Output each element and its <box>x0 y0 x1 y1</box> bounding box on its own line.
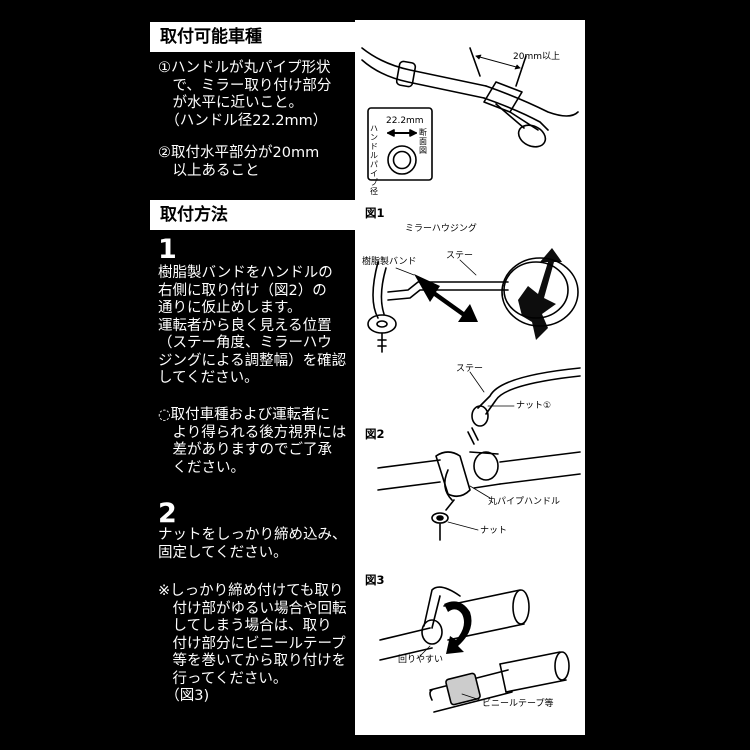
nut-label: ナット <box>480 526 508 536</box>
figure-2-drawing <box>377 367 581 541</box>
compatible-vehicles-heading: 取付可能車種 <box>150 22 355 52</box>
figure-3-drawing <box>379 586 570 713</box>
requirement-2-text: ②取付水平部分が20mm 以上あること <box>158 145 320 179</box>
requirement-1-text: ①ハンドルが丸パイプ形状 で、ミラー取り付け部分 が水平に近いこと。 （ハンドル… <box>158 60 332 129</box>
step-1-note: ◌取付車種および運転者に より得られる後方視界には 差がありますのでご了承 くだ… <box>158 407 347 476</box>
cross-section-diagram <box>367 107 433 181</box>
vinyl-tape-label: ビニールテープ等 <box>482 699 554 709</box>
figure-3-title: 図3 <box>365 573 385 587</box>
adjust-arrow-icon <box>414 248 562 340</box>
step-2-number: 2 <box>158 498 177 529</box>
step-2-note: ※しっかり締め付けても取り 付け部がゆるい場合や回転 してしまう場合は、取り 付… <box>158 583 347 704</box>
stay-label-fig1: ステー <box>446 251 474 261</box>
figure-2-title: 図2 <box>365 427 385 441</box>
step-1-number: 1 <box>158 234 177 265</box>
diameter-label: 22.2mm <box>386 116 424 126</box>
easy-to-rotate-label: 回りやすい <box>398 655 444 665</box>
step-2-text: ナットをしっかり締め込み、 固定してください。 <box>158 527 347 561</box>
resin-band-label: 樹脂製バンド <box>362 257 417 267</box>
cross-section-label: 断面図 <box>419 128 427 155</box>
step-1-text: 樹脂製バンドをハンドルの 右側に取り付け（図2）の 通りに仮止めします。 運転者… <box>158 265 347 386</box>
handlebar-top-drawing <box>361 47 579 148</box>
nut-1-label: ナット① <box>516 401 552 411</box>
round-pipe-handle-label: 丸パイプハンドル <box>488 497 561 507</box>
figure-1-title: 図1 <box>365 206 385 220</box>
mirror-housing-label: ミラーハウジング <box>405 224 477 234</box>
stay-label-fig2: ステー <box>456 364 484 374</box>
installation-method-heading: 取付方法 <box>150 200 355 230</box>
pipe-diameter-vertical-label: ハンドルパイプ径 <box>370 124 378 196</box>
rotate-arrow-icon <box>444 601 472 654</box>
dimension-label: 20mm以上 <box>513 52 560 62</box>
